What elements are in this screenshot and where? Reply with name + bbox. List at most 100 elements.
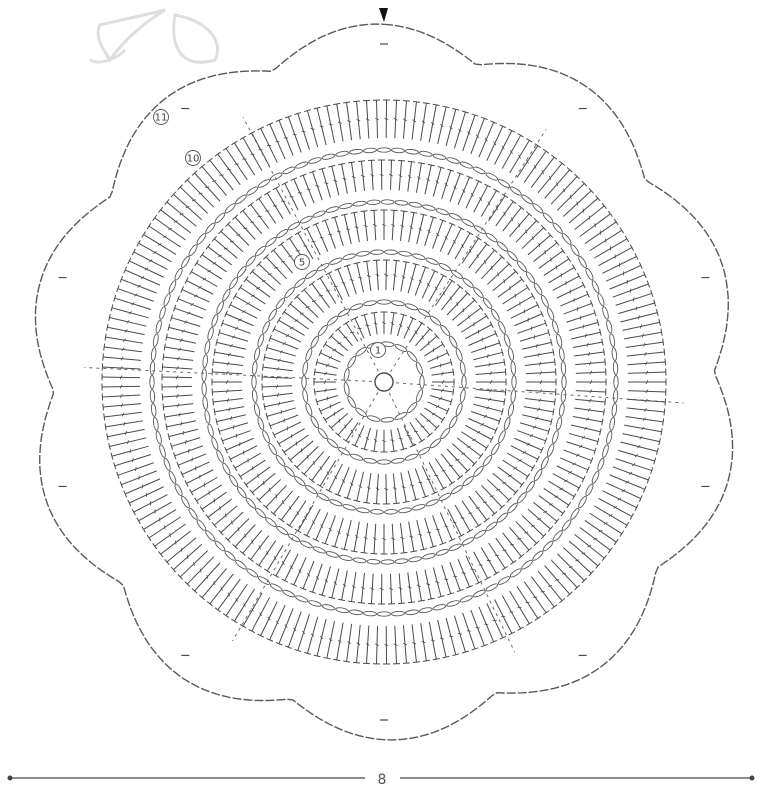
stitch-bar [418,482,422,483]
chain-stitch [503,334,511,348]
stitch-bar [343,337,347,338]
chain-stitch [350,453,364,462]
stitch-top [215,152,221,156]
stitch-top [554,359,555,366]
chain-stitch [158,306,166,320]
stitch-bar [236,434,237,438]
chain-stitch [532,550,545,562]
stitch-top [147,223,151,229]
chain-stitch [559,347,565,361]
stitch-top [467,529,473,533]
chain-stitch [316,492,330,502]
stitch-bar [569,567,573,568]
stitch-bar [476,628,480,629]
stitch-bar [205,187,209,188]
stitch-bar [175,541,176,545]
chain-stitch [367,415,381,423]
stitch-top [153,215,157,221]
stitch-bar [467,631,471,632]
chain-stitch [435,208,449,216]
stitch-bar [589,216,590,220]
chain-stitch [254,245,266,257]
ring-center-icon [375,373,393,391]
chain-stitch [287,533,300,543]
stitch-bar [440,363,441,367]
stitch-top [518,627,524,630]
stitch-top [602,555,606,560]
stitch-top [317,276,323,280]
stitch-top [479,305,483,311]
chain-stitch [151,403,157,416]
chain-stitch [398,507,412,513]
stitch-top [215,608,221,612]
chain-stitch [490,442,500,455]
stitch-bar [455,459,459,460]
chain-stitch [326,550,340,558]
stitch-bar [583,209,584,213]
chain-stitch [252,361,258,374]
stitch-bar [640,324,641,328]
chain-stitch [342,253,356,261]
stitch-top [433,658,440,659]
chain-stitch [552,530,564,543]
stitch-top [520,276,524,282]
chain-stitch [174,483,184,497]
stitch-bar [258,216,262,217]
stitch-top [419,321,425,325]
chain-stitch [246,567,259,578]
stitch-top [403,261,410,262]
stitch-bar [399,438,403,439]
stitch-top [264,569,270,573]
chain-stitch [584,483,594,497]
stitch-top [273,574,279,577]
chain-stitch [532,202,545,214]
chain-stitch [507,403,514,417]
chain-stitch [245,255,257,268]
chain-stitch [406,350,418,363]
stitch-bar [476,508,480,509]
chain-stitch [521,559,534,570]
chain-stitch [569,244,580,257]
watermark-logo-icon [90,10,218,62]
stitch-bar [365,325,369,326]
stitch-bar [284,418,285,422]
chain-stitch [422,553,436,561]
chain-stitch [439,324,451,337]
chain-stitch [221,462,231,476]
chain-stitch [207,423,215,437]
chain-stitch [326,206,340,214]
chain-stitch [561,389,566,402]
chain-stitch [540,294,550,308]
chain-stitch [561,361,566,374]
stitch-bar [435,582,439,583]
chain-stitch [180,495,190,508]
stitch-top [572,494,576,500]
stitch-top [107,433,108,440]
chain-stitch [439,427,451,440]
stitch-top [520,482,524,488]
chain-stitch [370,509,383,514]
stitch-top [551,605,557,609]
stitch-top [602,339,603,346]
stitch-bar [233,425,234,429]
stitch-bar [510,286,511,290]
stitch-top [403,501,410,502]
chain-stitch [450,484,463,495]
chain-stitch [394,411,408,421]
chain-stitch [302,376,306,389]
chain-stitch [614,376,618,389]
stitch-top [166,334,167,341]
stitch-bar [562,573,566,574]
chain-stitch [459,389,466,403]
chain-stitch [202,396,208,409]
stitch-top [561,248,565,254]
chain-stitch [196,232,207,245]
stitch-top [249,629,255,632]
stitch-top [441,487,447,490]
stitch-top [214,408,215,415]
chain-stitch [349,609,362,615]
chain-stitch [415,389,424,403]
chain-stitch [342,503,356,511]
stitch-bar [231,416,232,420]
stitch-top [490,436,493,442]
